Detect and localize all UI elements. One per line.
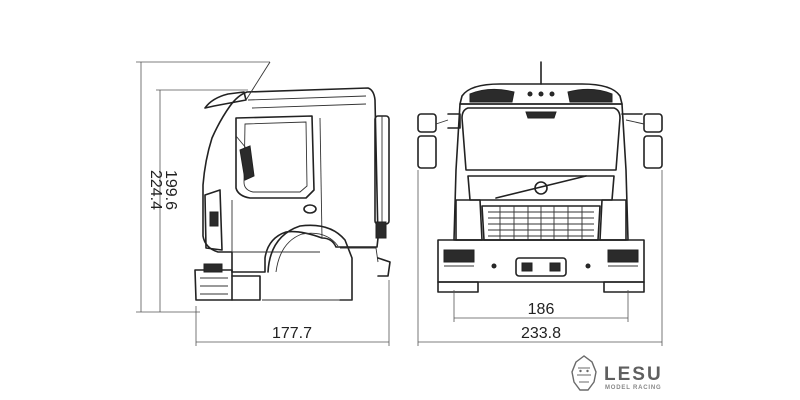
dimension-labels: 224.4 199.6 177.7 186 233.8 xyxy=(147,170,561,342)
label-side-length: 177.7 xyxy=(272,325,312,342)
front-view-dimensions xyxy=(417,170,663,346)
grille-mesh xyxy=(488,206,594,240)
label-front-width-total: 233.8 xyxy=(521,325,561,342)
label-height-total: 224.4 xyxy=(147,170,164,210)
side-view-cab xyxy=(194,87,391,301)
side-view-dimensions xyxy=(136,61,390,346)
front-view-cab xyxy=(417,61,663,293)
label-height-cab: 199.6 xyxy=(162,170,179,210)
label-front-width-inner: 186 xyxy=(528,301,555,318)
brand-name: LESU xyxy=(604,364,663,385)
brand-logo: LESU MODEL RACING xyxy=(571,355,663,391)
lion-head-icon xyxy=(571,355,597,391)
brand-tagline: MODEL RACING xyxy=(605,385,662,391)
